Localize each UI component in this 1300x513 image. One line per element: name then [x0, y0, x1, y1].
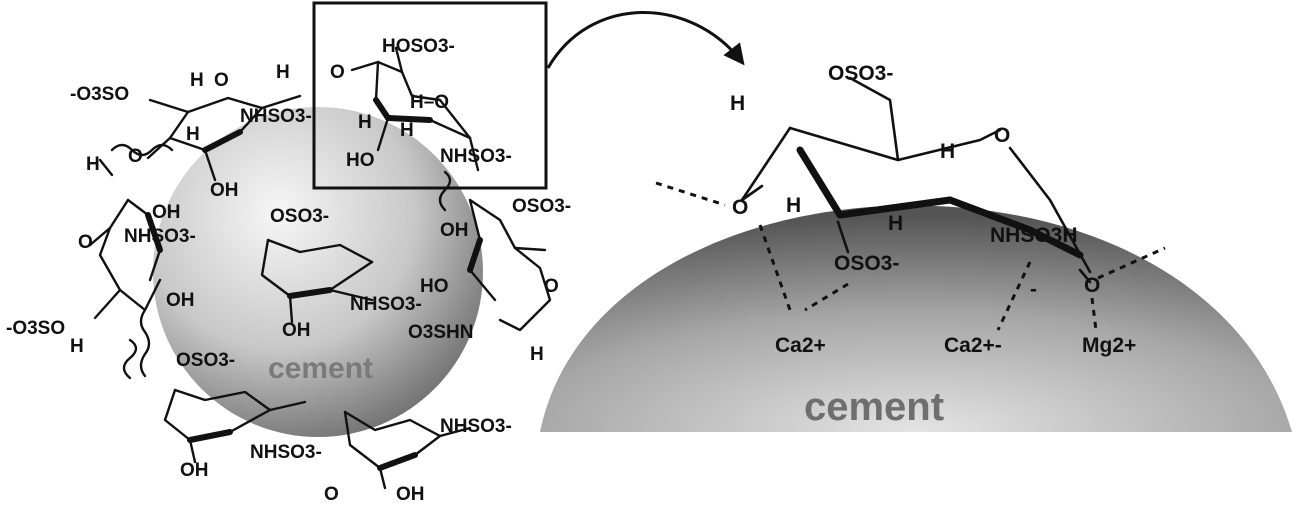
left-label: NHSO3- [350, 294, 422, 315]
inset-wedges [373, 97, 433, 123]
left-label: H [190, 70, 204, 91]
left-label: O [324, 484, 339, 505]
left-label: O [78, 232, 93, 253]
left-label: OSO3- [512, 196, 571, 217]
inset-labels: HOSO3- O H–O H H HO NHSO3- [330, 36, 512, 171]
left-label: NHSO3- [124, 226, 196, 247]
right-o-ring: O [994, 124, 1010, 147]
left-label: H [530, 344, 544, 365]
left-label: O3SHN [408, 322, 473, 343]
left-label: OH [166, 290, 195, 311]
ca-ion-1: Ca2+ [775, 334, 826, 357]
left-label: OH [440, 220, 469, 241]
ionic-interactions [655, 181, 1166, 331]
left-label: OSO3- [270, 206, 329, 227]
right-o-right: O [1084, 274, 1100, 297]
left-label: O [544, 276, 559, 297]
left-label: OH [152, 202, 181, 223]
left-label: O [214, 70, 229, 91]
right-labels: OSO3- H O H O H H OSO3- NHSO3H - O Ca2+ … [730, 62, 1136, 357]
right-h-mid: H [888, 212, 903, 235]
inset-label: O [330, 62, 345, 83]
right-bonds [740, 76, 1092, 284]
cement-surface [540, 205, 1292, 432]
left-label: O [128, 146, 143, 167]
left-wedges [145, 129, 483, 471]
inset-label: H–O [410, 92, 449, 113]
right-h-ring: H [940, 140, 955, 163]
inset-box [312, 1, 548, 190]
inset-label: H [400, 120, 414, 141]
ca-ion-2: Ca2+- [944, 334, 1002, 357]
sphere-cement-label: cement [268, 352, 373, 385]
right-oso3-bottom: OSO3- [834, 252, 899, 275]
surface-cement-label: cement [804, 385, 944, 429]
cement-sphere [153, 107, 483, 437]
right-nhso3: NHSO3H [990, 224, 1078, 247]
left-label: H [70, 336, 84, 357]
right-h-left: H [786, 194, 801, 217]
left-label: OH [282, 320, 311, 341]
inset-label: NHSO3- [440, 146, 512, 167]
left-label: -O3SO [6, 318, 65, 339]
left-label: NHSO3- [250, 442, 322, 463]
zoom-arrow [546, 11, 745, 69]
left-label: OH [180, 460, 209, 481]
inset-label: HOSO3- [382, 36, 455, 57]
left-labels: -O3SO H O H NHSO3- O H H OH OH NHSO3- O … [6, 62, 571, 505]
inset-label: HO [346, 150, 375, 171]
left-label: H [86, 154, 100, 175]
right-wedges [796, 146, 1084, 259]
right-minus: - [1030, 278, 1037, 301]
left-label: OH [396, 484, 425, 505]
left-label: OH [210, 180, 239, 201]
left-label: HO [420, 276, 449, 297]
left-label: H [186, 124, 200, 145]
left-label: OSO3- [176, 350, 235, 371]
mg-ion: Mg2+ [1082, 334, 1136, 357]
left-label: NHSO3- [240, 106, 312, 127]
left-label: -O3SO [70, 84, 129, 105]
right-oso3-top: OSO3- [828, 62, 893, 85]
right-o-left: O [732, 196, 748, 219]
right-h-top: H [730, 92, 745, 115]
left-label: NHSO3- [440, 416, 512, 437]
inset-label: H [358, 112, 372, 133]
left-label: H [276, 62, 290, 83]
